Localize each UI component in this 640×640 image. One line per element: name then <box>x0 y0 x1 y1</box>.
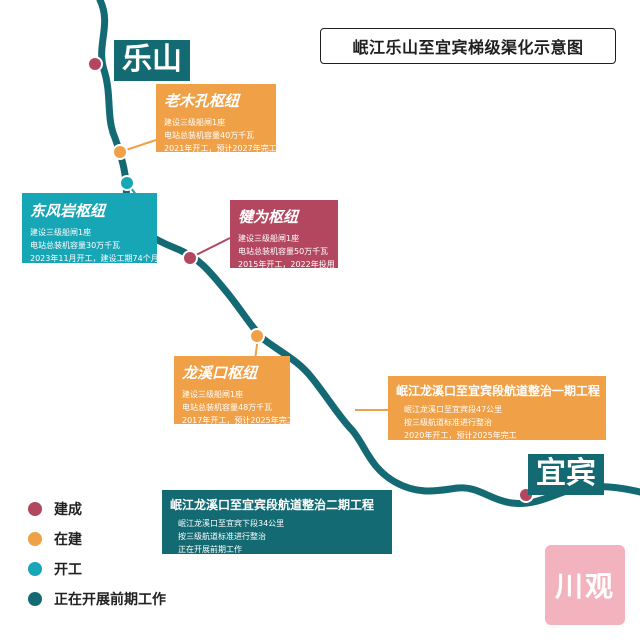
minjiang-river <box>96 0 640 508</box>
legend-dot-icon <box>28 592 42 606</box>
project-line: 建设三级船闸1座 <box>30 228 92 237</box>
project-line: 2023年11月开工，建设工期74个月 <box>30 254 159 263</box>
legend-label: 在建 <box>54 532 82 548</box>
qianwei-point <box>182 250 198 266</box>
project-name: 岷江龙溪口至宜宾段航道整治二期工程 <box>170 498 375 512</box>
legend-item-preliminary: 正在开展前期工作 <box>28 584 166 614</box>
project-line: 电站总装机容量48万千瓦 <box>182 403 273 412</box>
project-name: 龙溪口枢纽 <box>182 364 258 382</box>
watermark-logo: 川观 <box>545 545 625 625</box>
legend-label: 开工 <box>54 562 82 578</box>
legend-label: 正在开展前期工作 <box>54 592 166 608</box>
project-line: 正在开展前期工作 <box>178 545 242 554</box>
legend-label: 建成 <box>54 502 82 518</box>
longxikou-point <box>249 328 265 344</box>
legend: 建成 在建 开工 正在开展前期工作 <box>28 494 166 614</box>
city-label-yibin: 宜宾 <box>528 454 604 495</box>
project-line: 建设三级船闸1座 <box>164 118 226 127</box>
project-card-longxikou: 龙溪口枢纽 建设三级船闸1座 电站总装机容量48万千瓦 2017年开工，预计20… <box>174 356 295 425</box>
project-name: 岷江龙溪口至宜宾段航道整治一期工程 <box>396 384 601 398</box>
project-card-dongfengyan: 东风岩枢纽 建设三级船闸1座 电站总装机容量30万千瓦 2023年11月开工，建… <box>22 193 159 263</box>
project-line: 2021年开工，预计2027年完工 <box>164 144 277 153</box>
dongfengyan-point <box>119 175 135 191</box>
project-card-laomukong: 老木孔枢纽 建设三级船闸1座 电站总装机容量40万千瓦 2021年开工，预计20… <box>156 84 277 153</box>
project-line: 岷江龙溪口至宜宾段47公里 <box>404 405 503 414</box>
project-card-qianwei: 犍为枢纽 建设三级船闸1座 电站总装机容量50万千瓦 2015年开工，2022年… <box>230 200 338 269</box>
city-label-leshan: 乐山 <box>114 40 190 81</box>
project-line: 2015年开工，2022年投用 <box>238 260 335 269</box>
legend-item-built: 建成 <box>28 494 166 524</box>
project-name: 犍为枢纽 <box>238 208 299 226</box>
project-line: 2020年开工，预计2025年完工 <box>404 431 517 440</box>
project-line: 电站总装机容量50万千瓦 <box>238 247 329 256</box>
legend-item-started: 开工 <box>28 554 166 584</box>
project-line: 按三级航道标准进行整治 <box>404 418 492 427</box>
project-card-phase2: 岷江龙溪口至宜宾段航道整治二期工程 岷江龙溪口至宜宾下段34公里 按三级航道标准… <box>162 490 392 554</box>
project-line: 电站总装机容量40万千瓦 <box>164 131 255 140</box>
legend-dot-icon <box>28 502 42 516</box>
project-line: 建设三级船闸1座 <box>182 390 244 399</box>
project-line: 按三级航道标准进行整治 <box>178 532 266 541</box>
project-name: 老木孔枢纽 <box>164 92 240 110</box>
project-line: 岷江龙溪口至宜宾下段34公里 <box>178 519 285 528</box>
legend-item-under-construction: 在建 <box>28 524 166 554</box>
project-name: 东风岩枢纽 <box>30 202 106 220</box>
laomukong-point <box>112 144 128 160</box>
leshan-point <box>87 56 103 72</box>
legend-dot-icon <box>28 532 42 546</box>
project-card-phase1: 岷江龙溪口至宜宾段航道整治一期工程 岷江龙溪口至宜宾段47公里 按三级航道标准进… <box>388 376 606 440</box>
project-line: 2017年开工，预计2025年完工 <box>182 416 295 425</box>
legend-dot-icon <box>28 562 42 576</box>
map-title: 岷江乐山至宜宾梯级渠化示意图 <box>320 28 616 64</box>
project-line: 电站总装机容量30万千瓦 <box>30 241 121 250</box>
project-line: 建设三级船闸1座 <box>238 234 300 243</box>
